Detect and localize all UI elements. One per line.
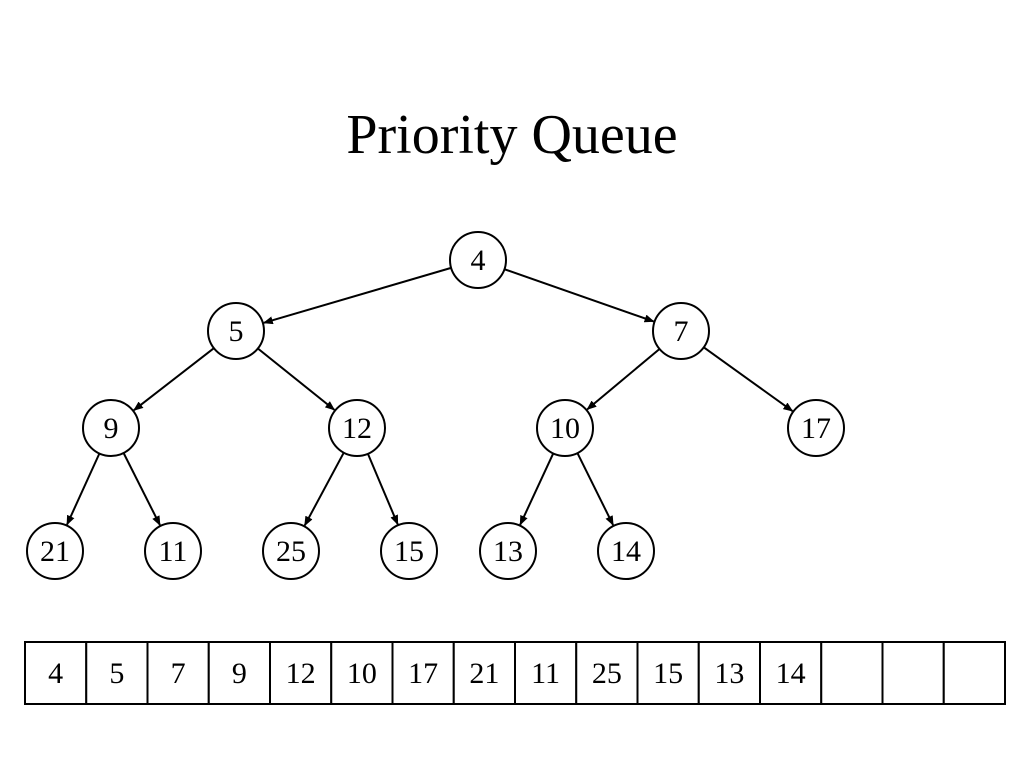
tree-node-circle xyxy=(26,522,84,580)
tree-node-label: 5 xyxy=(229,315,244,348)
tree-edge xyxy=(66,453,101,526)
tree-edge xyxy=(504,268,655,323)
tree-node-label: 15 xyxy=(394,535,424,568)
tree-node-circle xyxy=(207,302,265,360)
array-cell-value: 12 xyxy=(286,657,316,690)
array-cell-value: 10 xyxy=(347,657,377,690)
tree-edge xyxy=(519,452,555,526)
tree-node-label: 21 xyxy=(40,535,70,568)
array-cell: 11 xyxy=(514,641,578,705)
tree-edge xyxy=(703,346,794,412)
tree-node: 21 xyxy=(26,522,84,580)
array-cell-box xyxy=(207,641,271,705)
tree-node-circle xyxy=(652,302,710,360)
array-cell: 9 xyxy=(207,641,271,705)
tree-node: 7 xyxy=(652,302,710,360)
array-cell: 4 xyxy=(24,641,88,705)
tree-node-circle xyxy=(597,522,655,580)
tree-edges xyxy=(66,266,794,527)
array-cell-box xyxy=(820,641,884,705)
array-cell-box xyxy=(881,641,945,705)
array-cell-value: 17 xyxy=(408,657,438,690)
tree-node-label: 13 xyxy=(493,535,523,568)
heap-array: 4 5 7 9 12 10 17 21 11 25 15 13 14 xyxy=(24,641,1006,705)
tree-node-label: 9 xyxy=(104,412,119,445)
tree-node-circle xyxy=(787,399,845,457)
array-cell-value: 11 xyxy=(531,657,560,690)
tree-node-circle xyxy=(328,399,386,457)
tree-node: 12 xyxy=(328,399,386,457)
array-cell: 13 xyxy=(697,641,761,705)
array-cell-value: 13 xyxy=(714,657,744,690)
tree-node: 10 xyxy=(536,399,594,457)
array-cell-value: 21 xyxy=(469,657,499,690)
tree-node-label: 4 xyxy=(471,244,486,277)
array-cell-value: 7 xyxy=(171,657,186,690)
tree-edge xyxy=(303,452,345,527)
array-cell-box xyxy=(942,641,1006,705)
tree-node: 9 xyxy=(82,399,140,457)
array-cell: 10 xyxy=(330,641,394,705)
array-cell: 21 xyxy=(452,641,516,705)
tree-node: 17 xyxy=(787,399,845,457)
tree-node: 15 xyxy=(380,522,438,580)
tree-node: 5 xyxy=(207,302,265,360)
tree-node-label: 25 xyxy=(276,535,306,568)
array-cell-value: 9 xyxy=(232,657,247,690)
array-cell-box xyxy=(514,641,578,705)
tree-node-circle xyxy=(82,399,140,457)
tree-edge xyxy=(133,347,215,412)
array-cell: 15 xyxy=(636,641,700,705)
array-cell: 14 xyxy=(759,641,823,705)
tree-node-circle xyxy=(479,522,537,580)
array-cell-box xyxy=(85,641,149,705)
array-cell xyxy=(942,641,1006,705)
tree-edge xyxy=(576,452,615,526)
tree-node-circle xyxy=(262,522,320,580)
array-cell-box xyxy=(146,641,210,705)
tree-edge xyxy=(122,452,161,526)
tree-node-label: 7 xyxy=(674,315,689,348)
array-cell: 25 xyxy=(575,641,639,705)
array-cell xyxy=(881,641,945,705)
array-cell: 12 xyxy=(269,641,333,705)
tree-node-label: 12 xyxy=(342,412,372,445)
array-cell-value: 4 xyxy=(48,657,63,690)
array-cell-box xyxy=(697,641,761,705)
tree-node: 25 xyxy=(262,522,320,580)
array-cell-value: 5 xyxy=(109,657,124,690)
array-cell-value: 25 xyxy=(592,657,622,690)
tree-node: 14 xyxy=(597,522,655,580)
array-cell: 17 xyxy=(391,641,455,705)
tree-edge xyxy=(257,347,336,411)
tree-node-circle xyxy=(449,231,507,289)
array-cell: 5 xyxy=(85,641,149,705)
page-title: Priority Queue xyxy=(346,104,678,166)
tree-edge xyxy=(262,266,452,325)
tree-node-circle xyxy=(380,522,438,580)
tree-edge xyxy=(366,453,399,526)
tree-node: 4 xyxy=(449,231,507,289)
tree-node: 13 xyxy=(479,522,537,580)
tree-edge xyxy=(586,348,661,411)
array-cell xyxy=(820,641,884,705)
array-cell: 7 xyxy=(146,641,210,705)
array-cell-value: 14 xyxy=(776,657,806,690)
array-cell-box xyxy=(636,641,700,705)
array-cell-value: 15 xyxy=(653,657,683,690)
array-cell-box xyxy=(575,641,639,705)
array-cell-box xyxy=(452,641,516,705)
tree-node-label: 17 xyxy=(801,412,831,445)
tree-node-circle xyxy=(536,399,594,457)
tree-node-circle xyxy=(144,522,202,580)
array-cell-box xyxy=(269,641,333,705)
tree-nodes: 4 5 7 9 12 10 17 21 11 25 15 13 14 xyxy=(26,231,845,580)
tree-node-label: 11 xyxy=(159,535,188,568)
tree-node-label: 14 xyxy=(611,535,641,568)
tree-node: 11 xyxy=(144,522,202,580)
tree-node-label: 10 xyxy=(550,412,580,445)
